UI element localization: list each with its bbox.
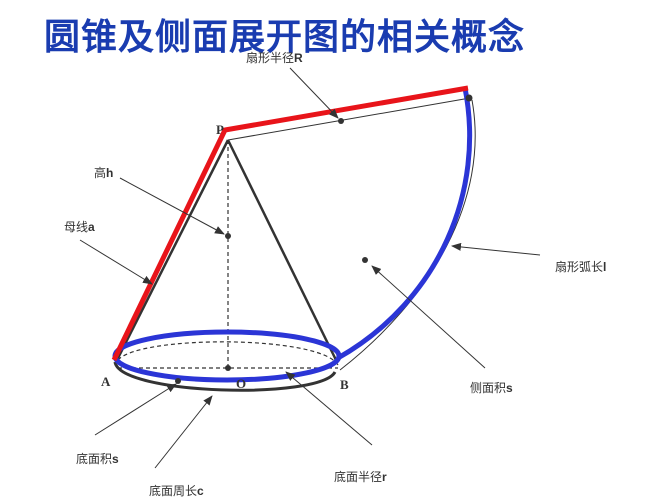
label-lateral-area: 侧面积s [470, 379, 513, 396]
point-b-label: B [340, 377, 349, 392]
point-dots [175, 94, 473, 384]
label-var: R [294, 51, 303, 65]
label-height: 高h [94, 164, 113, 181]
label-base-radius: 底面半径r [334, 468, 387, 485]
base-ellipse-shadow [113, 361, 337, 392]
label-var: a [88, 220, 95, 234]
point-o-label: O [236, 376, 247, 391]
sector-radius-line [227, 97, 471, 141]
label-text: 侧面积 [470, 381, 507, 395]
label-generatrix: 母线a [64, 218, 95, 235]
label-arc-length: 扇形弧长l [555, 258, 606, 275]
label-var: s [506, 381, 513, 395]
leader-lines [79, 67, 541, 469]
label-text: 扇形半径 [246, 51, 295, 65]
label-base-area: 底面积s [76, 450, 119, 467]
sector-arc [336, 87, 473, 361]
label-var: c [197, 484, 204, 498]
point-p-label: P [216, 122, 224, 137]
label-sector-radius: 扇形半径R [246, 49, 303, 66]
page-title: 圆锥及侧面展开图的相关概念 [44, 17, 526, 58]
label-var: h [106, 166, 114, 180]
base-ellipse [112, 329, 342, 383]
label-var: l [603, 260, 607, 274]
arc-shadow [339, 99, 476, 371]
label-text: 底面积 [76, 452, 113, 466]
label-text: 母线 [64, 220, 89, 234]
label-text: 扇形弧长 [555, 260, 604, 274]
label-text: 底面周长 [149, 484, 198, 498]
label-var: s [112, 452, 119, 466]
label-text: 底面半径 [334, 470, 383, 484]
label-text: 高 [94, 166, 107, 180]
label-var: r [382, 470, 387, 484]
label-base-circumference: 底面周长c [149, 482, 204, 499]
cone-sides [114, 139, 338, 363]
point-a-label: A [101, 374, 111, 389]
